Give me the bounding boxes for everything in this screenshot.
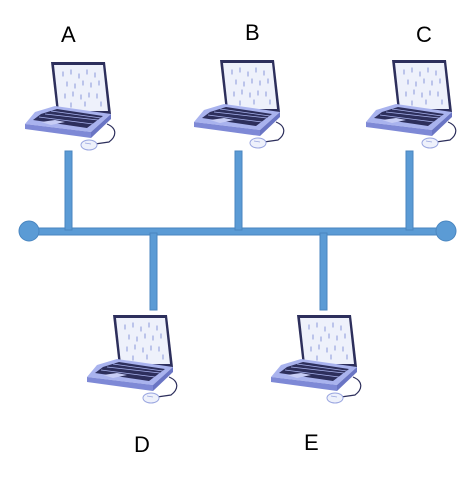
laptop-icon <box>365 59 457 149</box>
bus-terminator-right-icon <box>435 220 457 242</box>
drop-cable-d <box>149 232 158 311</box>
laptop-icon <box>193 59 285 149</box>
laptop-icon <box>24 61 116 151</box>
node-label-c: C <box>416 22 432 47</box>
node-label-d: D <box>134 432 150 457</box>
node-label-a: A <box>61 22 76 47</box>
node-label-b: B <box>245 20 260 45</box>
bus-terminator-left-icon <box>18 220 40 242</box>
laptop-icon <box>86 314 178 404</box>
drop-cable-c <box>405 150 414 231</box>
drop-cable-a <box>64 150 73 231</box>
laptop-icon <box>270 314 362 404</box>
node-label-e: E <box>304 430 319 455</box>
drop-cable-e <box>319 232 328 311</box>
drop-cable-b <box>234 150 243 231</box>
